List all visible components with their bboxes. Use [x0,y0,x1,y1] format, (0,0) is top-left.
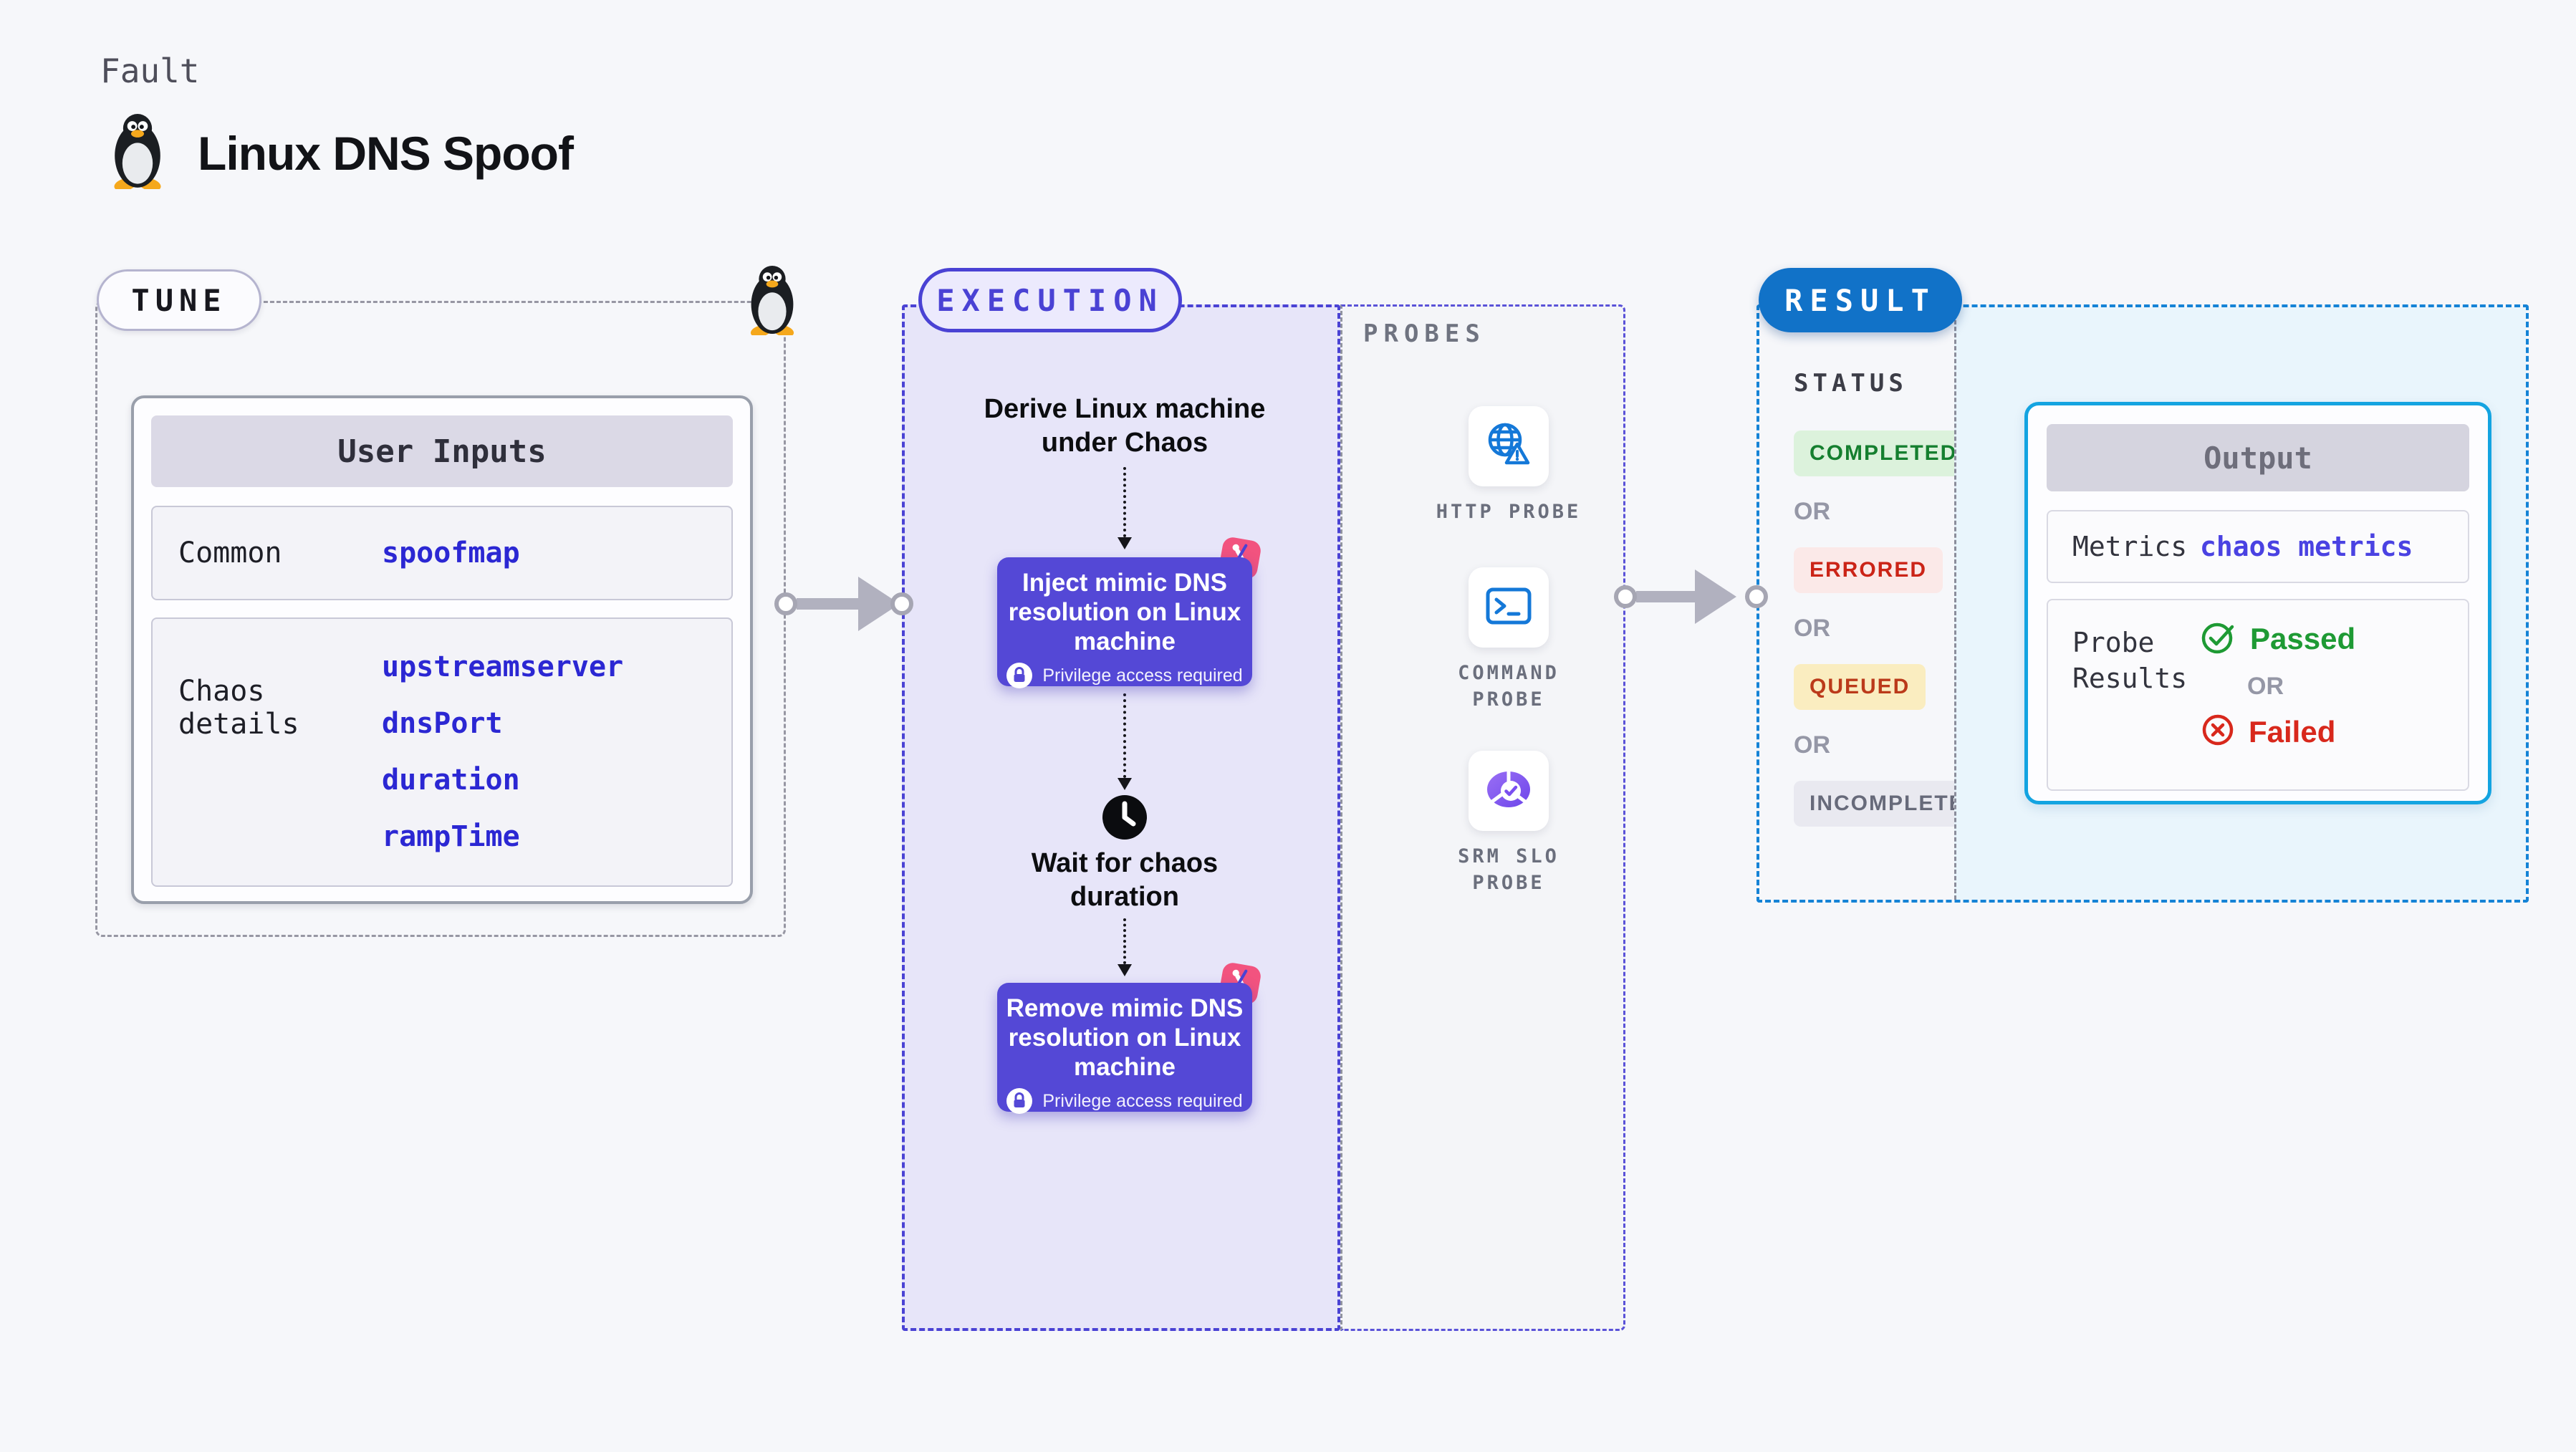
flow-arrow [1118,964,1132,976]
tux-penguin-icon [744,265,801,339]
srm-slo-probe-card [1469,751,1549,831]
result-output-area: Output Metrics chaos metrics Probe Resul… [1954,307,2526,900]
arrow-right-icon [797,598,860,610]
flow-arrow [1123,693,1126,778]
check-circle-icon [2200,619,2237,658]
input-value: rampTime [382,820,520,853]
flow-arrow [1118,778,1132,790]
probe-results-label: Probe Results [2072,627,2188,694]
privilege-note: Privilege access required [1042,1090,1243,1111]
flow-arrow [1123,467,1126,537]
probes-heading: PROBES [1363,319,1486,348]
metrics-row: Metrics chaos metrics [2047,510,2469,583]
arrow-right-icon [1636,591,1696,602]
input-value: upstreamserver [382,650,624,683]
connector-dot [1745,585,1768,608]
output-card: Output Metrics chaos metrics Probe Resul… [2024,402,2491,804]
user-inputs-card: User Inputs Common spoofmap Chaos detail… [131,395,753,904]
lock-icon [1006,1088,1033,1114]
tux-penguin-icon [106,113,169,193]
status-badge-errored: ERRORED [1794,547,1943,593]
flow-arrow [1123,918,1126,964]
remove-step-text: Remove mimic DNS resolution on Linux mac… [1006,994,1244,1081]
user-inputs-row-chaos-details: Chaos details upstreamserver dnsPort dur… [151,617,733,887]
execution-label-pill: EXECUTION [918,268,1182,332]
user-inputs-header: User Inputs [151,415,733,487]
remove-chaos-step: Remove mimic DNS resolution on Linux mac… [997,983,1252,1114]
row-label: Chaos details [178,675,299,741]
row-label: Common [178,537,282,569]
clock-icon [1101,794,1148,845]
command-probe-card [1469,567,1549,648]
arrow-right-icon [1695,569,1736,624]
failed-label: Failed [2249,714,2336,749]
input-value: duration [382,764,520,797]
input-value: spoofmap [382,537,520,569]
input-value: dnsPort [382,707,503,740]
srm-slo-probe-label: SRM SLO PROBE [1458,845,1559,894]
tune-section [95,301,786,937]
connector-dot [774,592,797,615]
x-circle-icon [2200,712,2236,751]
output-header: Output [2047,424,2469,491]
slo-meter-icon [1484,767,1534,815]
result-label-pill: RESULT [1759,268,1962,332]
user-inputs-row-common: Common spoofmap [151,506,733,600]
metrics-label: Metrics [2072,531,2188,562]
metrics-value: chaos metrics [2200,531,2413,562]
or-separator: OR [1794,615,1830,642]
derive-step-text: Derive Linux machine under Chaos [984,394,1266,458]
or-separator: OR [1794,731,1830,759]
status-badge-queued: QUEUED [1794,664,1926,710]
or-separator: OR [2247,673,2284,700]
http-probe-label: HTTP PROBE [1436,501,1582,523]
wait-step-text: Wait for chaos duration [1031,848,1219,912]
probe-results-row: Probe Results Passed OR [2047,599,2469,791]
fault-kicker: Fault [100,52,200,90]
or-separator: OR [1794,498,1830,525]
status-column: STATUS COMPLETED OR ERRORED OR QUEUED OR… [1759,307,1998,900]
inject-step-text: Inject mimic DNS resolution on Linux mac… [1008,569,1241,655]
inject-chaos-step: Inject mimic DNS resolution on Linux mac… [997,557,1252,688]
result-section: STATUS COMPLETED OR ERRORED OR QUEUED OR… [1756,304,2529,903]
tune-label-pill: TUNE [97,269,261,331]
http-probe-card [1469,406,1549,486]
status-heading: STATUS [1794,369,1908,398]
connector-dot [1614,585,1637,608]
lock-icon [1006,663,1033,688]
globe-alert-icon [1484,420,1534,473]
privilege-note: Privilege access required [1042,665,1243,686]
page-title: Linux DNS Spoof [198,126,574,180]
passed-label: Passed [2250,621,2356,655]
flow-arrow [1118,537,1132,549]
connector-dot [890,592,913,615]
terminal-icon [1484,584,1533,632]
command-probe-label: COMMAND PROBE [1458,662,1559,711]
page-header: Linux DNS Spoof [106,113,574,193]
status-badge-completed: COMPLETED [1794,431,1974,476]
